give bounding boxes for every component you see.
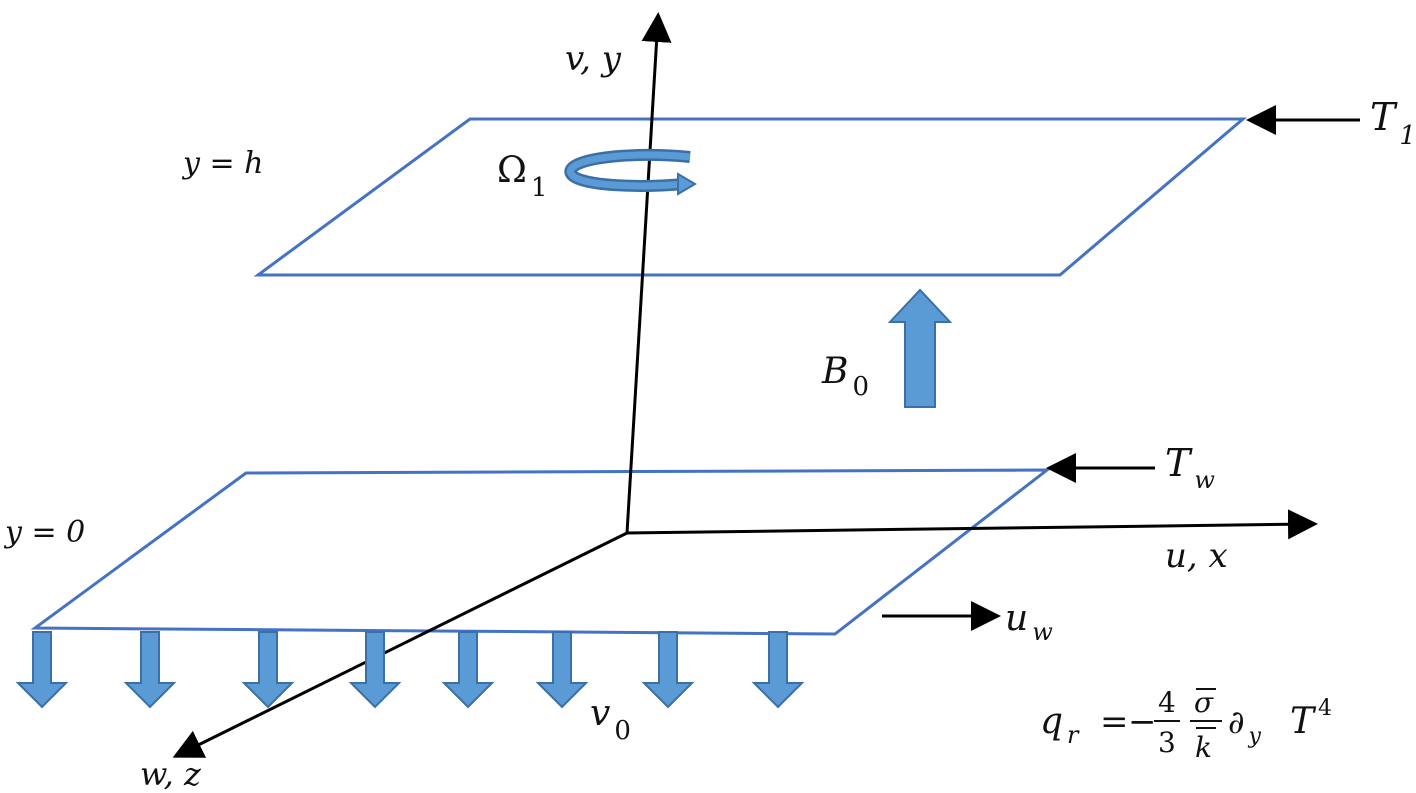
t1-label: T 1	[1370, 95, 1416, 151]
tw-label: T w	[1165, 441, 1215, 494]
b0-label: B 0	[821, 351, 869, 402]
frac2-num: σ	[1194, 686, 1214, 719]
radiative-flux-equation: q r = − 4 3 σ k ∂ y T 4	[1040, 686, 1332, 764]
t1-base: T	[1370, 95, 1398, 139]
y-axis	[625, 12, 672, 534]
suction-arrows	[15, 631, 805, 709]
top-plate	[253, 117, 1248, 277]
frac2-den: k	[1195, 731, 1212, 764]
down-block-arrow-icon	[641, 631, 695, 709]
omega-sub: 1	[531, 173, 548, 203]
v0-label: v 0	[590, 693, 631, 746]
frac1-num: 4	[1158, 686, 1176, 719]
omega-base: Ω	[497, 150, 527, 191]
partial-symbol: ∂	[1228, 703, 1245, 741]
down-block-arrow-icon	[535, 631, 589, 709]
down-block-arrow-icon	[15, 631, 69, 709]
uw-label: u w	[1005, 598, 1053, 646]
b0-sub: 0	[852, 372, 869, 402]
bottom-plate	[30, 468, 1052, 636]
y-axis-label: v, y	[565, 39, 622, 79]
frac1-den: 3	[1158, 726, 1176, 759]
top-plate-label: y = h	[181, 146, 263, 181]
bottom-plate-label: y = 0	[3, 515, 85, 550]
uw-base: u	[1005, 598, 1028, 639]
equation-lhs-sub: r	[1067, 721, 1080, 749]
z-axis-label: w, z	[140, 755, 202, 793]
tw-sub: w	[1194, 466, 1215, 494]
down-block-arrow-icon	[441, 631, 495, 709]
t1-sub: 1	[1399, 121, 1416, 151]
equation-equals: =	[1100, 702, 1129, 742]
curved-rotation-arrow-icon	[564, 148, 697, 196]
partial-sub: y	[1248, 724, 1262, 749]
tw-base: T	[1165, 441, 1193, 485]
equation-partial: ∂ y	[1228, 703, 1262, 749]
omega-label: Ω 1	[497, 150, 547, 203]
t-sup: 4	[1318, 696, 1332, 721]
v0-sub: 0	[614, 716, 631, 746]
down-block-arrow-icon	[241, 631, 295, 709]
b0-base: B	[821, 351, 848, 392]
equation-lhs: q r	[1040, 701, 1080, 749]
equation-temperature: T 4	[1290, 696, 1332, 742]
up-block-arrow-icon	[887, 288, 953, 408]
v0-base: v	[590, 693, 610, 734]
down-block-arrow-icon	[751, 631, 805, 709]
x-axis	[626, 509, 1318, 540]
equation-minus: −	[1128, 702, 1157, 742]
t-base: T	[1290, 701, 1317, 742]
down-block-arrow-icon	[123, 631, 177, 709]
uw-sub: w	[1032, 618, 1053, 646]
x-axis-label: u, x	[1165, 536, 1228, 576]
z-axis	[172, 531, 628, 758]
equation-lhs-base: q	[1040, 701, 1063, 742]
down-block-arrow-icon	[348, 631, 402, 709]
